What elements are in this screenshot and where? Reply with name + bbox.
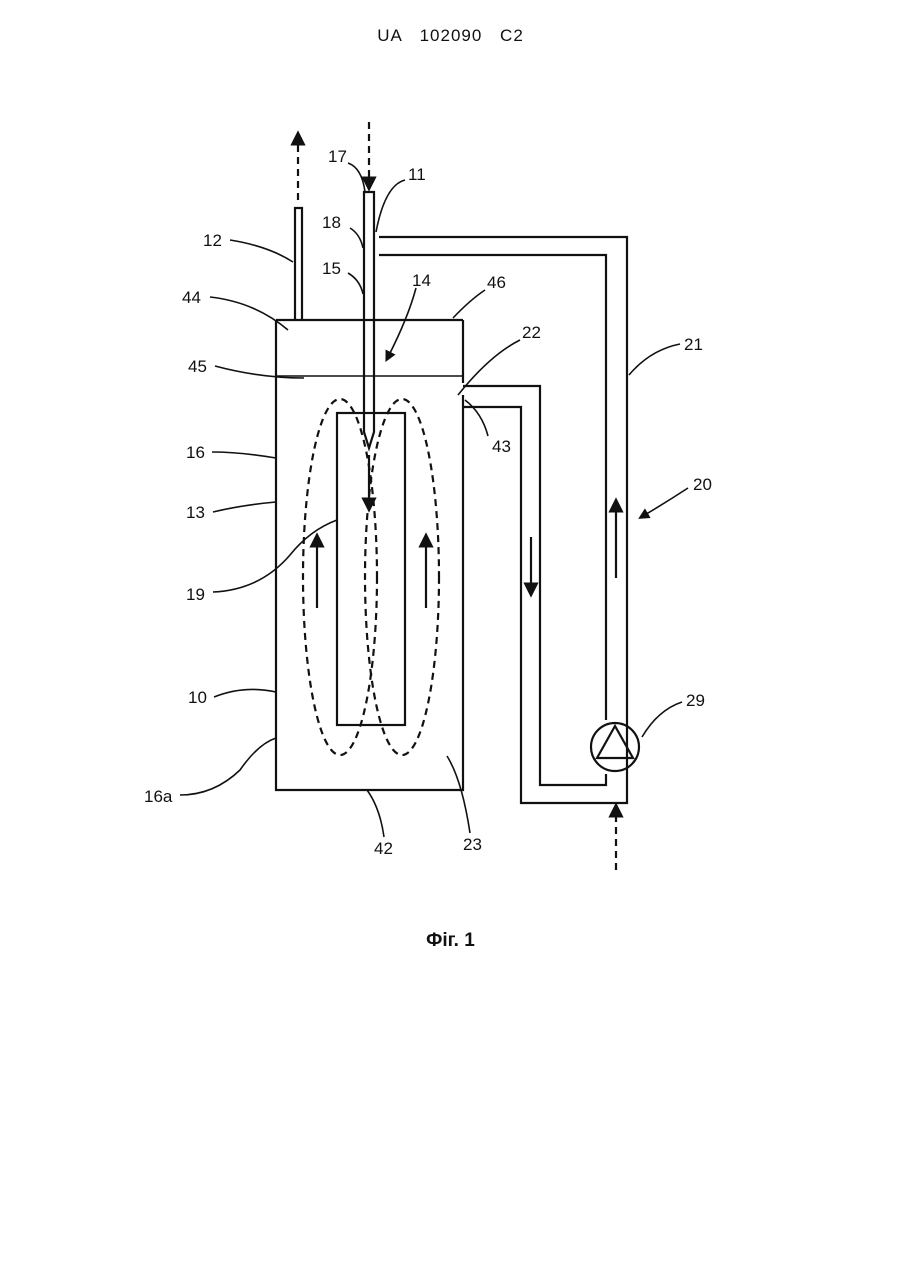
ref-label-23: 23 [463,835,482,854]
leader-46 [453,290,485,318]
ref-label-44: 44 [182,288,201,307]
leader-15 [348,273,363,294]
leader-21 [629,344,680,375]
leader-29 [642,702,682,737]
ref-label-15: 15 [322,259,341,278]
ref-label-19: 19 [186,585,205,604]
leader-17 [348,163,365,192]
leader-12 [230,240,293,262]
ref-label-11: 11 [408,165,426,184]
ref-label-22: 22 [522,323,541,342]
ref-label-29: 29 [686,691,705,710]
recirculation-line-inner-lower [463,386,606,785]
leader-11 [376,180,405,232]
leader-16 [212,452,276,458]
ref-label-45: 45 [188,357,207,376]
leader-43 [465,400,488,436]
leader-20 [643,488,688,516]
ref-label-12: 12 [203,231,222,250]
leader-13 [213,502,276,512]
ref-label-21: 21 [684,335,703,354]
pump-icon [591,723,639,771]
recirculation-line-outer [379,237,627,803]
leader-18 [350,228,363,248]
leader-14 [388,288,416,357]
ref-label-43: 43 [492,437,511,456]
ref-label-42: 42 [374,839,393,858]
figure-caption: Фіг. 1 [0,930,901,952]
ref-label-17: 17 [328,147,347,166]
ref-label-20: 20 [693,475,712,494]
leader-42 [367,790,384,837]
ref-label-10: 10 [188,688,207,707]
ref-label-13: 13 [186,503,205,522]
leader-23 [447,756,470,833]
leader-10 [214,689,276,697]
leader-16a [180,738,276,795]
ref-label-16: 16 [186,443,205,462]
ref-label-18: 18 [322,213,341,232]
ref-label-46: 46 [487,273,506,292]
ref-label-16a: 16a [144,787,173,806]
outlet-pipe [295,208,302,320]
recirculation-line-inner [379,255,606,720]
ref-label-14: 14 [412,271,431,290]
